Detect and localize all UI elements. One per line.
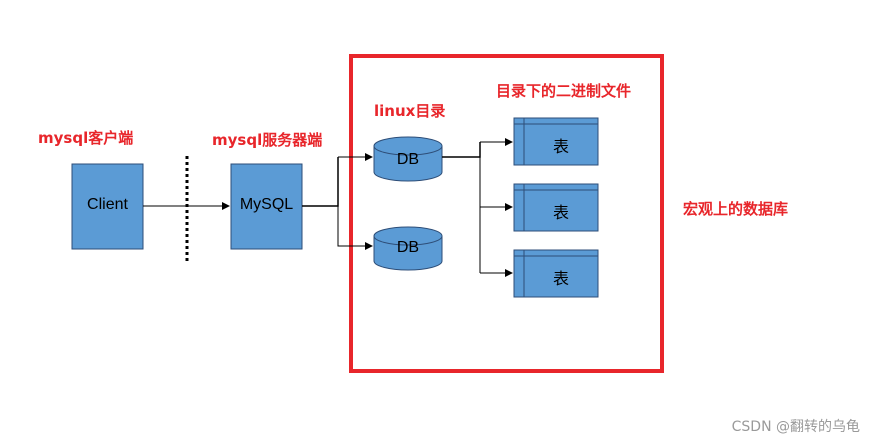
db1-label: DB [396, 151, 420, 168]
linux-dir-label: linux目录 [374, 102, 446, 120]
mysql-to-db-connector [302, 157, 339, 207]
db2-cylinder [373, 226, 443, 271]
mysql-to-db2-connector [337, 206, 373, 250]
table1-label: 表 [552, 137, 569, 156]
table3-label: 表 [552, 269, 569, 288]
watermark: CSDN @翻转的乌龟 [731, 419, 860, 435]
client-side-label: mysql客户端 [38, 129, 134, 147]
macro-db-label: 宏观上的数据库 [683, 200, 789, 218]
server-side-label: mysql服务器端 [212, 131, 323, 149]
db1-cylinder [373, 136, 443, 182]
binary-files-label: 目录下的二进制文件 [496, 82, 632, 100]
table3-shape [513, 249, 599, 298]
mysql-box [230, 163, 303, 250]
db2-label: DB [396, 239, 420, 256]
client-box [71, 163, 144, 250]
database-boundary-box [349, 54, 664, 373]
table2-shape [513, 183, 599, 232]
client-label: Client [87, 196, 128, 213]
table1-shape [513, 117, 599, 166]
db1-to-tables-connector [442, 142, 481, 158]
table2-label: 表 [552, 203, 569, 222]
mysql-label: MySQL [239, 196, 294, 213]
